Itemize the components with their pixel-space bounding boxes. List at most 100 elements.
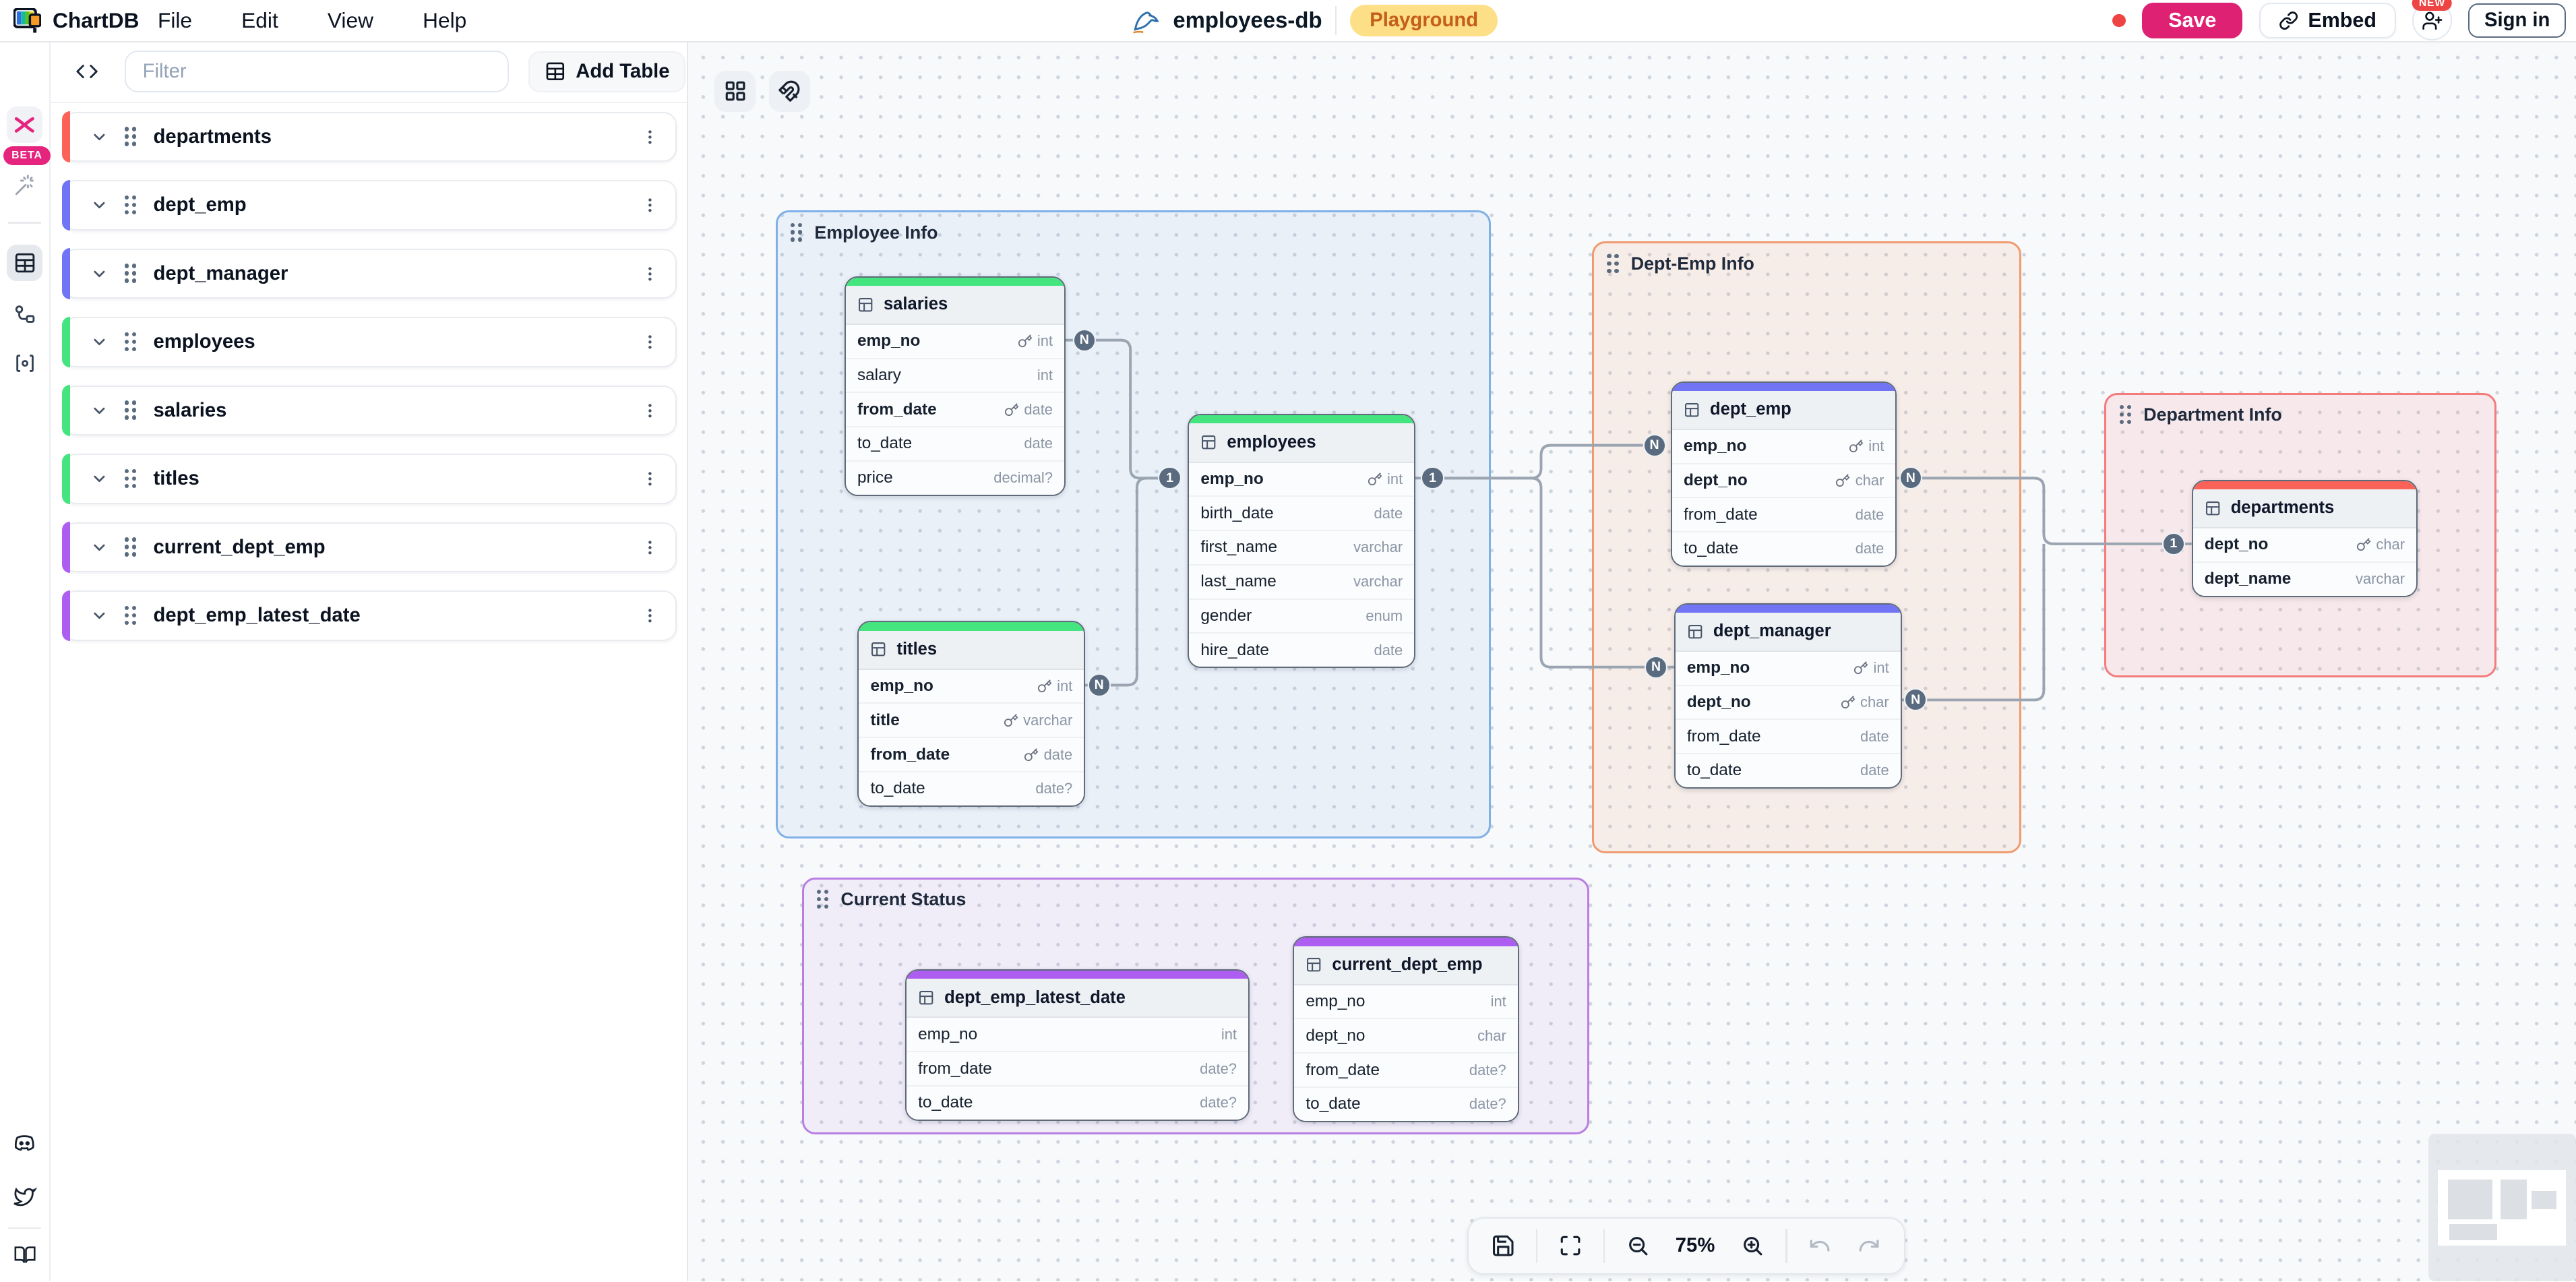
table-node[interactable]: departments dept_no char dept_name varch…	[2191, 479, 2418, 597]
table-field-row[interactable]: from_date date	[1675, 719, 1901, 754]
chevron-down-icon[interactable]	[90, 333, 109, 351]
group-drag-handle-icon[interactable]	[2119, 405, 2132, 425]
table-field-row[interactable]: emp_no int	[1294, 985, 1518, 1018]
table-field-row[interactable]: last_name varchar	[1189, 563, 1415, 599]
view-code-icon[interactable]	[75, 60, 98, 83]
group-drag-handle-icon[interactable]	[817, 890, 829, 909]
table-field-row[interactable]: salary int	[845, 357, 1065, 392]
table-node-header[interactable]: dept_emp_latest_date	[907, 979, 1249, 1018]
table-node[interactable]: current_dept_emp emp_no int dept_no char…	[1293, 936, 1519, 1122]
twitter-icon[interactable]	[7, 1178, 43, 1215]
table-field-row[interactable]: dept_no char	[1672, 462, 1896, 497]
table-node[interactable]: dept_emp_latest_date emp_no int from_dat…	[905, 969, 1250, 1121]
table-field-row[interactable]: dept_no char	[2192, 528, 2417, 561]
table-field-row[interactable]: to_date date	[845, 426, 1065, 460]
table-node-header[interactable]: dept_manager	[1675, 612, 1901, 652]
sidebar-table-item[interactable]: departments	[62, 111, 677, 162]
table-field-row[interactable]: emp_no int	[1189, 462, 1415, 496]
table-menu-kebab-icon[interactable]	[641, 539, 659, 557]
snap-magnet-button[interactable]	[768, 70, 810, 112]
table-menu-kebab-icon[interactable]	[641, 196, 659, 214]
zoom-out-button[interactable]	[1616, 1225, 1659, 1267]
table-field-row[interactable]: emp_no int	[845, 324, 1065, 358]
chevron-down-icon[interactable]	[90, 128, 109, 146]
table-field-row[interactable]: gender enum	[1189, 598, 1415, 633]
table-node-header[interactable]: current_dept_emp	[1294, 946, 1518, 985]
table-field-row[interactable]: to_date date?	[1294, 1086, 1518, 1121]
drag-handle-icon[interactable]	[124, 195, 137, 215]
table-node[interactable]: salaries emp_no int salary int from_date…	[844, 276, 1066, 496]
menu-help[interactable]: Help	[423, 7, 467, 32]
table-menu-kebab-icon[interactable]	[641, 470, 659, 488]
table-field-row[interactable]: dept_name varchar	[2192, 561, 2417, 596]
table-menu-kebab-icon[interactable]	[641, 265, 659, 283]
drag-handle-icon[interactable]	[124, 605, 137, 625]
zoom-level-display[interactable]: 75%	[1675, 1234, 1715, 1256]
menu-edit[interactable]: Edit	[241, 7, 278, 32]
table-node[interactable]: titles emp_no int title varchar from_dat…	[857, 621, 1086, 807]
table-field-row[interactable]: emp_no int	[859, 669, 1084, 703]
drag-handle-icon[interactable]	[124, 264, 137, 283]
embed-button[interactable]: Embed	[2259, 2, 2396, 39]
undo-button[interactable]	[1799, 1225, 1841, 1267]
dependencies-panel-tab[interactable]	[7, 345, 43, 381]
table-node-header[interactable]: departments	[2192, 489, 2417, 528]
sidebar-table-item[interactable]: salaries	[62, 385, 677, 436]
sidebar-table-item[interactable]: titles	[62, 453, 677, 505]
table-field-row[interactable]: to_date date	[1672, 531, 1896, 566]
table-node-header[interactable]: titles	[859, 630, 1084, 670]
redo-button[interactable]	[1848, 1225, 1891, 1267]
table-menu-kebab-icon[interactable]	[641, 402, 659, 420]
table-menu-kebab-icon[interactable]	[641, 128, 659, 146]
table-node-header[interactable]: dept_emp	[1672, 390, 1896, 430]
signin-button[interactable]: Sign in	[2468, 3, 2567, 38]
menu-file[interactable]: File	[158, 7, 193, 32]
group-drag-handle-icon[interactable]	[1607, 253, 1619, 274]
table-field-row[interactable]: dept_no char	[1294, 1018, 1518, 1053]
sidebar-table-item[interactable]: dept_emp	[62, 179, 677, 231]
diagram-canvas[interactable]: Employee Info Dept-Emp Info Department I…	[686, 40, 2576, 1282]
table-field-row[interactable]: hire_date date	[1189, 632, 1415, 667]
drag-handle-icon[interactable]	[124, 332, 137, 352]
table-field-row[interactable]: price decimal?	[845, 460, 1065, 495]
table-field-row[interactable]: from_date date?	[1294, 1052, 1518, 1087]
table-field-row[interactable]: title varchar	[859, 702, 1084, 737]
menu-view[interactable]: View	[327, 7, 373, 32]
sidebar-table-item[interactable]: dept_manager	[62, 248, 677, 299]
table-node-header[interactable]: employees	[1189, 423, 1415, 463]
diagram-title[interactable]: employees-db	[1173, 7, 1322, 33]
table-field-row[interactable]: emp_no int	[907, 1018, 1249, 1051]
minimap[interactable]	[2428, 1133, 2576, 1282]
drag-handle-icon[interactable]	[124, 468, 137, 489]
filter-input[interactable]	[125, 50, 509, 93]
table-field-row[interactable]: first_name varchar	[1189, 530, 1415, 564]
sidebar-table-item[interactable]: employees	[62, 316, 677, 368]
table-field-row[interactable]: dept_no char	[1675, 684, 1901, 719]
drag-handle-icon[interactable]	[124, 537, 137, 557]
save-button[interactable]: Save	[2142, 2, 2243, 39]
drag-handle-icon[interactable]	[124, 400, 137, 420]
table-field-row[interactable]: to_date date?	[907, 1085, 1249, 1120]
table-field-row[interactable]: emp_no int	[1672, 429, 1896, 463]
table-field-row[interactable]: to_date date	[1675, 753, 1901, 787]
sidebar-table-item[interactable]: current_dept_emp	[62, 522, 677, 573]
invite-user-button[interactable]: NEW	[2412, 0, 2452, 40]
relationships-panel-tab[interactable]	[7, 296, 43, 332]
table-node[interactable]: employees emp_no int birth_date date fir…	[1188, 414, 1416, 668]
chevron-down-icon[interactable]	[90, 470, 109, 488]
table-field-row[interactable]: from_date date	[859, 737, 1084, 771]
table-node-header[interactable]: salaries	[845, 285, 1065, 325]
chevron-down-icon[interactable]	[90, 196, 109, 214]
chevron-down-icon[interactable]	[90, 265, 109, 283]
table-field-row[interactable]: from_date date	[1672, 497, 1896, 531]
table-menu-kebab-icon[interactable]	[641, 607, 659, 625]
tables-panel-tab[interactable]	[6, 245, 43, 281]
sidebar-table-item[interactable]: dept_emp_latest_date	[62, 590, 677, 642]
table-field-row[interactable]: from_date date	[845, 392, 1065, 426]
chevron-down-icon[interactable]	[90, 607, 109, 625]
table-node[interactable]: dept_manager emp_no int dept_no char fro…	[1674, 603, 1902, 789]
table-field-row[interactable]: emp_no int	[1675, 651, 1901, 685]
layout-grid-button[interactable]	[714, 70, 756, 112]
table-node[interactable]: dept_emp emp_no int dept_no char from_da…	[1670, 381, 1897, 567]
chevron-down-icon[interactable]	[90, 402, 109, 420]
